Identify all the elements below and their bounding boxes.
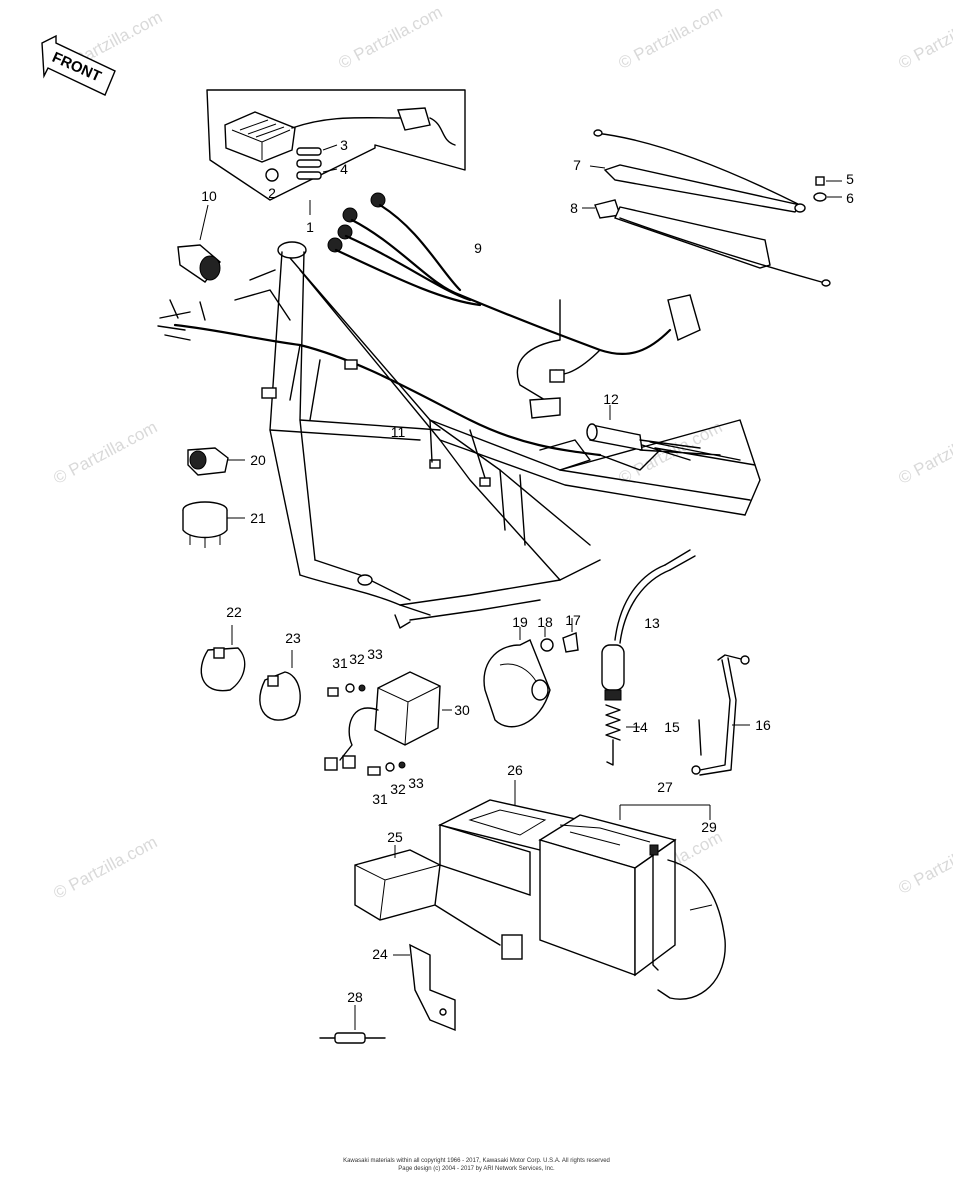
callout-4: 4: [340, 161, 348, 177]
callout-2: 2: [268, 185, 276, 201]
callout-22: 22: [226, 604, 242, 620]
callout-23: 23: [285, 630, 301, 646]
callout-5: 5: [846, 171, 854, 187]
part-15-16: [691, 654, 750, 776]
callout-30: 30: [454, 702, 470, 718]
callout-3: 3: [340, 137, 348, 153]
callout-33: 33: [408, 775, 424, 791]
harness-9: [327, 192, 701, 419]
part-25: [354, 845, 523, 960]
callout-18: 18: [537, 614, 553, 630]
frame: [234, 241, 761, 629]
callout-27: 27: [657, 779, 673, 795]
relay-20: [187, 447, 245, 476]
callout-24: 24: [372, 946, 388, 962]
relay-21: [182, 501, 245, 548]
callout-9: 9: [474, 240, 482, 256]
callout-26: 26: [507, 762, 523, 778]
callout-10: 10: [201, 188, 217, 204]
front-arrow-icon: FRONT: [41, 34, 116, 96]
callout-31: 31: [332, 655, 348, 671]
callout-13: 13: [644, 615, 660, 631]
cables-7-8: [582, 129, 842, 287]
callout-20: 20: [250, 452, 266, 468]
callout-16: 16: [755, 717, 771, 733]
battery-27: [538, 804, 726, 1000]
part-13-14: [601, 549, 696, 766]
callout-17: 17: [565, 612, 581, 628]
callout-19: 19: [512, 614, 528, 630]
part-12: [586, 405, 756, 466]
callout-29: 29: [701, 819, 717, 835]
fuse-28: [319, 1005, 386, 1044]
callout-14: 14: [632, 719, 648, 735]
main-harness: [157, 299, 661, 546]
callout-32: 32: [390, 781, 406, 797]
callout-6: 6: [846, 190, 854, 206]
copyright-line: Kawasaki materials within all copyright …: [343, 1158, 610, 1164]
callout-7: 7: [573, 157, 581, 173]
clamps-22-23: [200, 625, 301, 721]
bracket-24: [393, 943, 456, 1032]
callout-21: 21: [250, 510, 266, 526]
callout-12: 12: [603, 391, 619, 407]
ignitor-30: [324, 671, 452, 776]
page-design-line: Page design (c) 2004 - 2017 by ARI Netwo…: [398, 1166, 555, 1172]
callout-25: 25: [387, 829, 403, 845]
callout-15: 15: [664, 719, 680, 735]
callout-11: 11: [391, 424, 406, 440]
callout-28: 28: [347, 989, 363, 1005]
regulator-assembly: [206, 89, 466, 215]
callout-31: 31: [372, 791, 388, 807]
callout-32: 32: [349, 651, 365, 667]
connector-10: [177, 204, 221, 283]
callout-1: 1: [306, 219, 314, 235]
parts-17-19: [483, 618, 579, 728]
callout-8: 8: [570, 200, 578, 216]
callout-33: 33: [367, 646, 383, 662]
callout-labels: 1 2 3 4 5 6 7 8 9 10 11 12 13 14 15 16 1…: [201, 137, 854, 1005]
